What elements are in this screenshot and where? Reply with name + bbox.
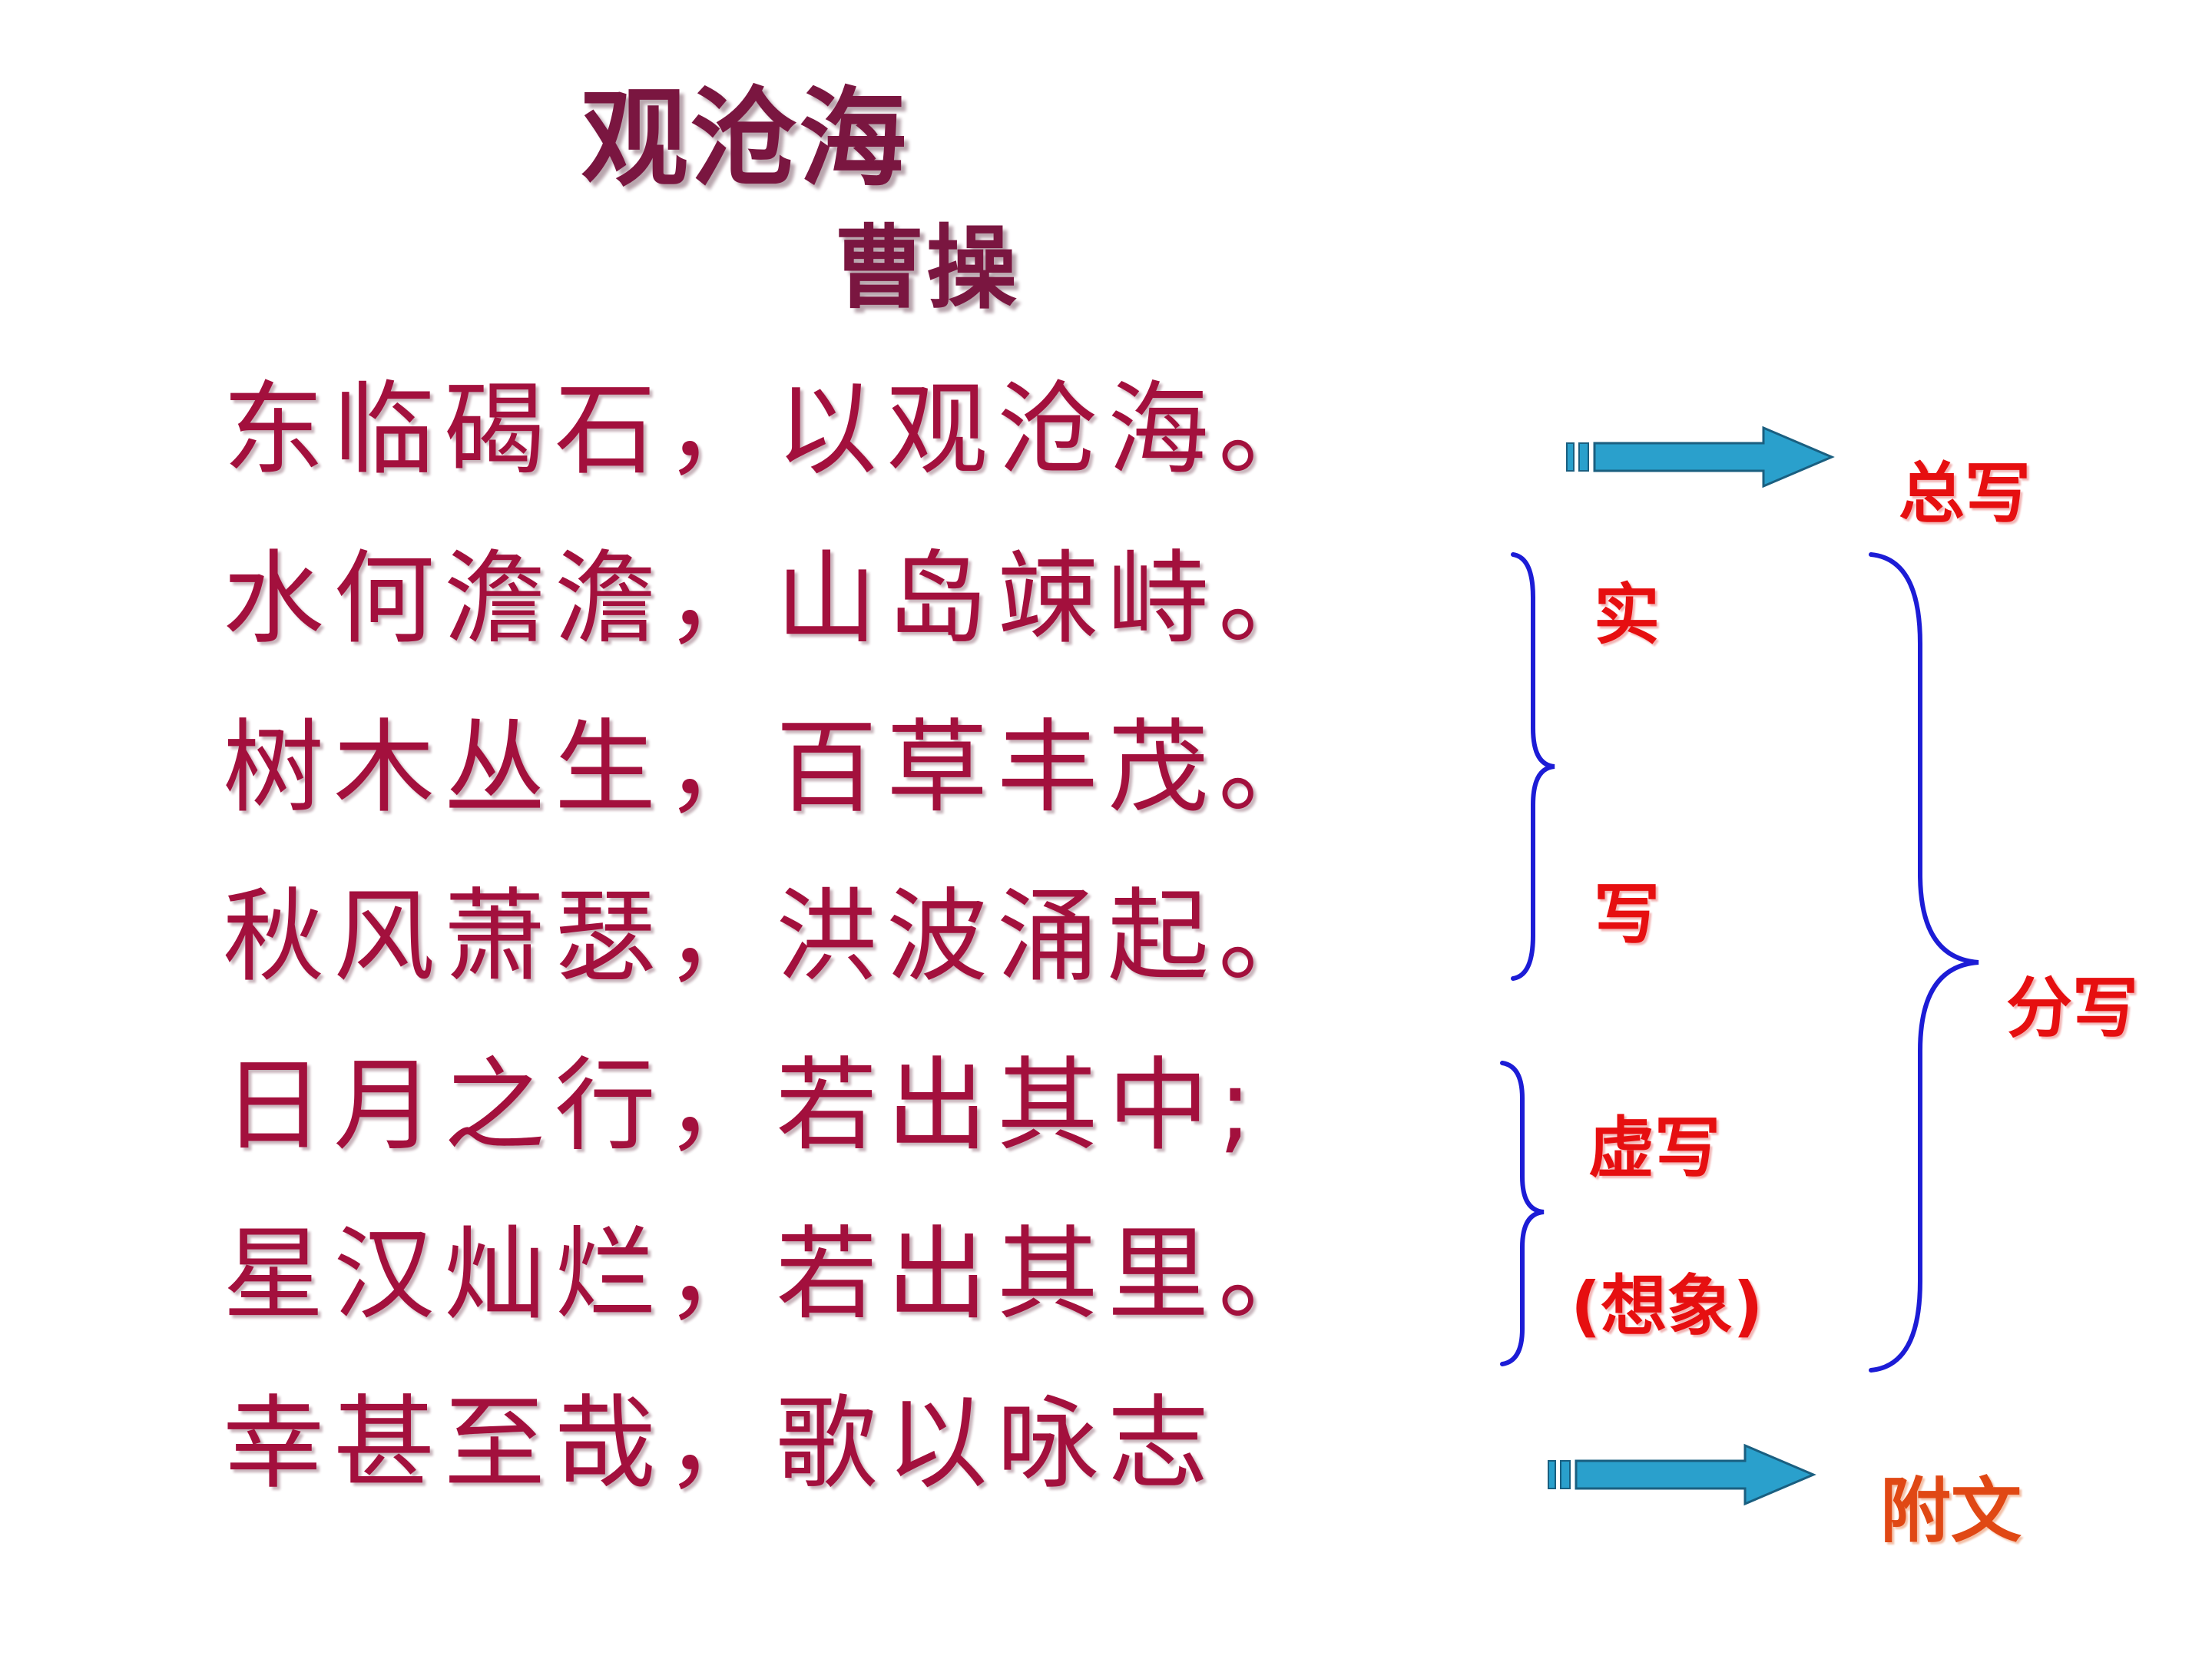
poem-author: 曹操 [834,215,1019,321]
label-xiang-xiang: (想象) [1571,1268,1763,1345]
brace-xu-xie [1500,1061,1545,1366]
poem-line-6: 星汉灿烂，若出其里。 [223,1216,1329,1334]
label-fu-wen: 附文 [1880,1470,2022,1552]
brace-shi-xie [1511,552,1555,981]
label-shi: 实 [1594,577,1660,654]
brace-fen-xie [1869,552,1979,1373]
label-zong-xie: 总写 [1899,455,2031,532]
poem-line-1: 东临碣石，以观沧海。 [223,371,1329,489]
label-xie: 写 [1594,876,1660,953]
poem-line-7: 幸甚至哉，歌以咏志 [223,1385,1218,1503]
right-arrow-icon [1566,426,1835,488]
poem-title: 观沧海 [581,77,909,202]
poem-line-2: 水何澹澹，山岛竦峙。 [223,540,1329,658]
poem-line-4: 秋风萧瑟，洪波涌起。 [223,878,1329,996]
right-arrow-icon [1548,1443,1816,1506]
label-fen-xie: 分写 [2006,970,2138,1047]
poem-line-3: 树木丛生，百草丰茂。 [223,709,1329,827]
poem-line-5: 日月之行，若出其中; [223,1047,1262,1165]
label-xu-xie: 虚写 [1588,1110,1720,1187]
